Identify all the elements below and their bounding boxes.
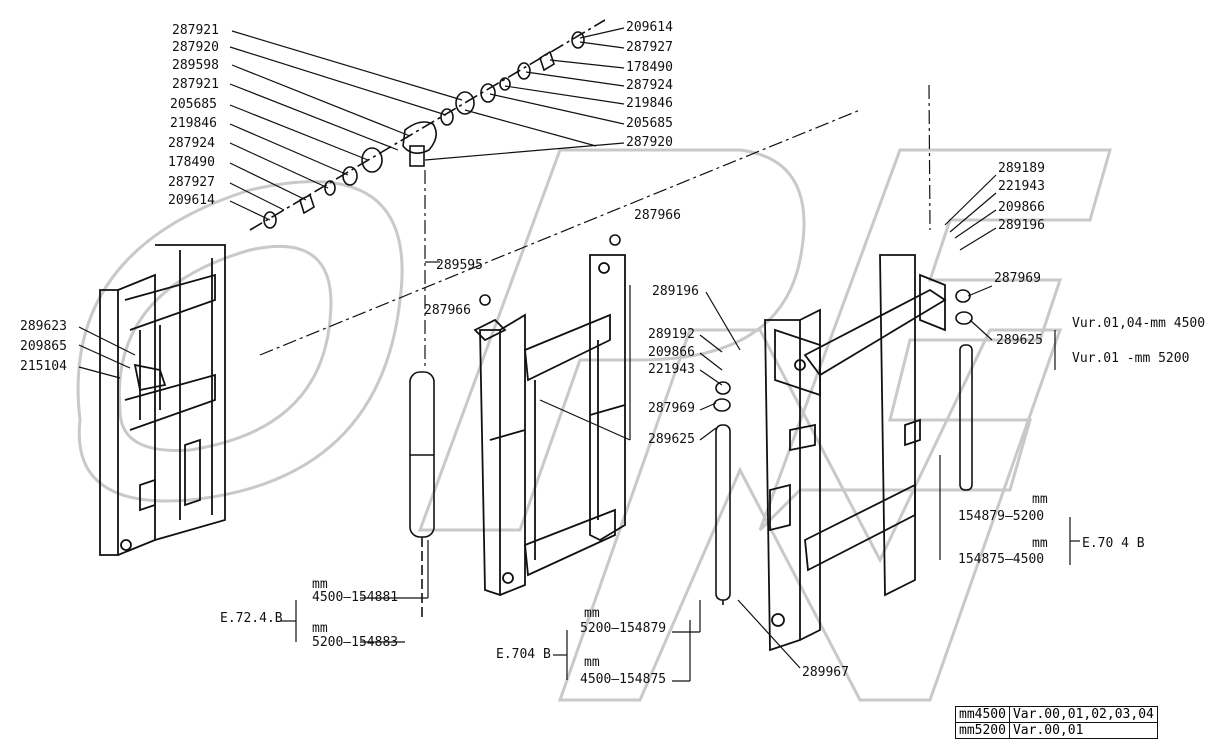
table-cell: Var.00,01 [1008, 722, 1158, 739]
label-209614-a: 209614 [168, 193, 215, 208]
label-289625-a: 289625 [648, 432, 695, 447]
label-221943-a: 221943 [648, 362, 695, 377]
mast-frame-center [473, 254, 626, 597]
mast-frame-right [764, 254, 947, 652]
label-219846-a: 219846 [170, 116, 217, 131]
label-289192: 289192 [648, 327, 695, 342]
label-205685-b: 205685 [626, 116, 673, 131]
callout-row: 154875—4500 [958, 552, 1045, 567]
callout-row: 5200—154879 [580, 621, 667, 636]
label-209614-b: 209614 [626, 20, 673, 35]
label-287920-a: 287920 [172, 40, 219, 55]
label-219846-b: 219846 [626, 96, 673, 111]
label-287966-a: 287966 [634, 208, 681, 223]
label-287927-a: 287927 [168, 175, 215, 190]
callout-code-e724b: E.72.4.B [220, 611, 283, 626]
label-287924-b: 287924 [626, 78, 673, 93]
table-row: mm5200 Var.00,01 [955, 722, 1158, 739]
callout-row: 5200—154883 [312, 635, 399, 650]
variant-note-5200: Vur.01 -mm 5200 [1072, 351, 1190, 366]
callout-row: 4500—154881 [312, 590, 399, 605]
label-221943-b: 221943 [998, 179, 1045, 194]
label-178490-a: 178490 [168, 155, 215, 170]
label-287921-a: 287921 [172, 23, 219, 38]
label-209866-a: 209866 [648, 345, 695, 360]
callout-row: 154879—5200 [958, 509, 1045, 524]
label-289196-a: 289196 [652, 284, 699, 299]
callout-brackets [280, 330, 1080, 682]
label-287924-a: 287924 [168, 136, 215, 151]
table-cell: mm4500 [955, 706, 1010, 723]
callout-mm-label: mm [1032, 492, 1048, 507]
label-289196-b: 289196 [998, 218, 1045, 233]
label-289625-b: 289625 [996, 333, 1043, 348]
callout-mm-label: mm [1032, 536, 1048, 551]
roller-shaft-assembly [249, 19, 606, 231]
callout-mm-label: mm [584, 606, 600, 621]
label-287921-b: 287921 [172, 77, 219, 92]
mast-frame-left [99, 244, 226, 556]
callout-mm-label: mm [312, 621, 328, 636]
label-289595: 289595 [436, 258, 483, 273]
variant-note-4500: Vur.01,04-mm 4500 [1072, 316, 1206, 331]
label-287969-a: 287969 [648, 401, 695, 416]
lift-cylinders [409, 234, 973, 620]
label-287920-b: 287920 [626, 135, 673, 150]
label-209866-b: 209866 [998, 200, 1045, 215]
label-205685-a: 205685 [170, 97, 217, 112]
label-178490-b: 178490 [626, 60, 673, 75]
label-287969-b: 287969 [994, 271, 1041, 286]
table-cell: Var.00,01,02,03,04 [1008, 706, 1158, 723]
table-cell: mm5200 [955, 722, 1010, 739]
callout-mm-label: mm [312, 577, 328, 592]
label-289189: 289189 [998, 161, 1045, 176]
label-287927-b: 287927 [626, 40, 673, 55]
label-209865: 209865 [20, 339, 67, 354]
label-289967: 289967 [802, 665, 849, 680]
callout-row: 4500—154875 [580, 672, 667, 687]
callout-mm-label: mm [584, 655, 600, 670]
watermark [76, 148, 1112, 702]
variant-table: mm4500 Var.00,01,02,03,04 mm5200 Var.00,… [955, 706, 1158, 739]
label-289598: 289598 [172, 58, 219, 73]
label-289623: 289623 [20, 319, 67, 334]
callout-code-e704b-right: E.70 4 B [1082, 536, 1145, 551]
table-row: mm4500 Var.00,01,02,03,04 [955, 706, 1158, 723]
label-215104: 215104 [20, 359, 67, 374]
callout-code-e704b: E.704 B [496, 647, 551, 662]
label-287966-b: 287966 [424, 303, 471, 318]
leader-lines [78, 27, 997, 669]
